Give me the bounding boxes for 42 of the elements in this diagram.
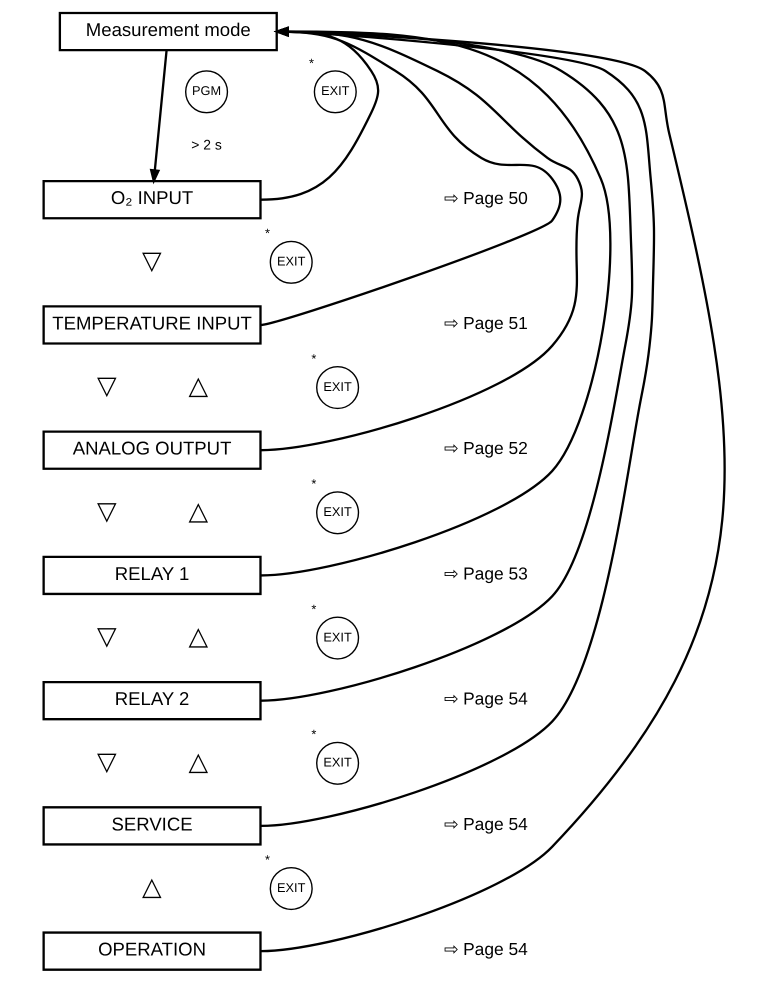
node-circle: EXIT	[270, 240, 313, 284]
node-box: Measurement mode	[58, 12, 278, 52]
node-box: RELAY 1	[42, 556, 262, 596]
label: ⇨ Page 50	[444, 188, 528, 208]
node-box: SERVICE	[42, 806, 262, 846]
node-circle: EXIT	[316, 616, 360, 660]
node-box: OPERATION	[42, 931, 262, 971]
label: △	[142, 873, 162, 902]
label: ⇨ Page 54	[444, 688, 528, 709]
label: ▽	[96, 748, 117, 776]
label: ⇨ Page 54	[444, 939, 528, 960]
label: △	[188, 372, 208, 400]
node-circle: EXIT	[316, 742, 360, 785]
node-circle: EXIT	[314, 70, 357, 114]
label: ⇨ Page 53	[444, 563, 528, 584]
label: △	[188, 497, 208, 526]
node-label: *	[309, 55, 314, 70]
node-circle: PGM	[185, 70, 228, 114]
node-circle: EXIT	[316, 491, 360, 534]
arrow	[150, 50, 168, 184]
node-label: *	[311, 601, 316, 616]
node-box: RELAY 2	[42, 680, 262, 720]
node-label: *	[264, 226, 270, 241]
node-label: *	[311, 350, 316, 366]
node-label: *	[264, 852, 270, 867]
node-label: > 2 s	[191, 136, 222, 152]
node-circle: EXIT	[270, 866, 313, 910]
label: ⇨ Page 54	[444, 814, 528, 834]
label: ▽	[96, 497, 117, 526]
label: △	[188, 748, 208, 776]
label: ▽	[96, 372, 117, 400]
node-circle: EXIT	[316, 366, 360, 410]
node-box: ANALOG OUTPUT	[42, 430, 262, 470]
label: △	[188, 622, 208, 651]
node-label: *	[311, 476, 316, 492]
label: ▽	[96, 622, 117, 651]
node-label: *	[311, 726, 316, 742]
node-box: TEMPERATURE INPUT	[42, 305, 262, 345]
label: ⇨ Page 52	[444, 438, 528, 458]
label: ▽	[142, 246, 162, 275]
node-box: O₂ INPUT	[42, 180, 262, 220]
label: ⇨ Page 51	[444, 312, 528, 333]
